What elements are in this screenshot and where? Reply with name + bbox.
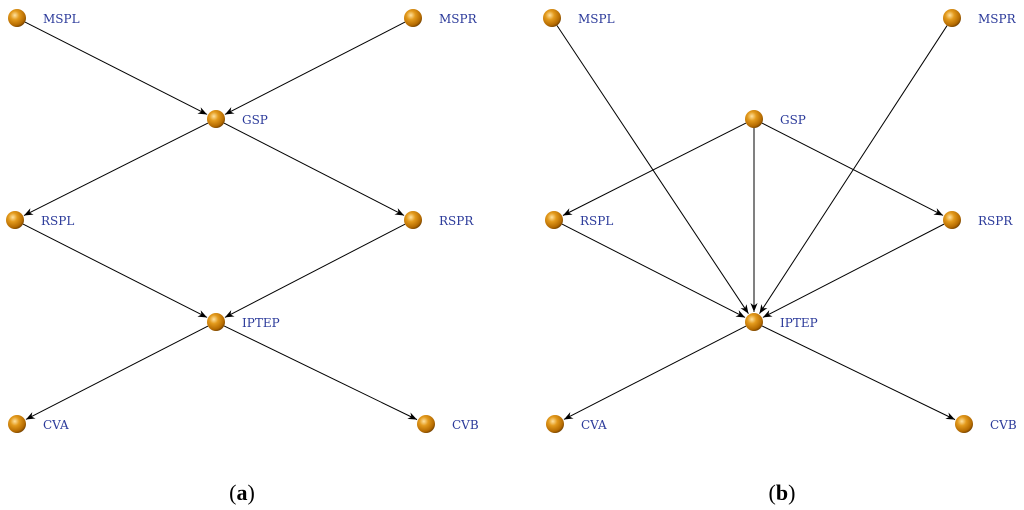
node-rspl: RSPL — [6, 211, 74, 229]
node-label: MSPR — [978, 12, 1017, 26]
node-cvb: CVB — [417, 415, 479, 433]
caption-b-letter: b — [776, 480, 788, 505]
edge-gsp-to-rspr — [761, 122, 944, 216]
node-label: IPTEP — [242, 316, 280, 330]
caption-b: (b) — [769, 480, 796, 505]
node-ball-icon — [8, 9, 26, 27]
edge-iptep-to-cvb — [223, 325, 418, 421]
edge-gsp-to-rspr — [223, 122, 405, 216]
node-label: MSPL — [43, 12, 80, 26]
node-ball-icon — [943, 9, 961, 27]
node-ball-icon — [745, 110, 763, 128]
node-label: RSPR — [978, 214, 1013, 228]
node-ball-icon — [404, 9, 422, 27]
edges-group — [22, 21, 418, 421]
edge-gsp-to-rspl — [23, 122, 209, 216]
node-label: CVB — [990, 418, 1017, 432]
node-label: CVA — [581, 418, 607, 432]
edges-group — [556, 25, 956, 421]
node-label: RSPR — [439, 214, 474, 228]
node-cva: CVA — [8, 415, 69, 433]
node-gsp: GSP — [207, 110, 268, 128]
edge-mspr-to-gsp — [224, 21, 406, 115]
edge-rspr-to-iptep — [762, 223, 945, 318]
node-rspl: RSPL — [545, 211, 613, 229]
node-ball-icon — [545, 211, 563, 229]
edge-mspl-to-iptep — [556, 25, 749, 314]
node-ball-icon — [745, 313, 763, 331]
node-label: MSPR — [439, 12, 478, 26]
diagram-panel-a: MSPL MSPR GSP RSPL RSPR IPTEP CVA CVB (a) — [6, 9, 479, 505]
caption-a-letter: a — [237, 480, 248, 505]
node-rspr: RSPR — [943, 211, 1013, 229]
node-ball-icon — [546, 415, 564, 433]
node-iptep: IPTEP — [207, 313, 280, 331]
node-label: RSPL — [580, 214, 613, 228]
nodes-group: MSPL MSPR GSP RSPL RSPR IPTEP CVA CVB — [543, 9, 1017, 433]
node-ball-icon — [943, 211, 961, 229]
node-ball-icon — [955, 415, 973, 433]
edge-iptep-to-cvb — [761, 325, 956, 421]
node-rspr: RSPR — [404, 211, 474, 229]
node-ball-icon — [404, 211, 422, 229]
edge-iptep-to-cva — [25, 325, 209, 420]
node-label: GSP — [242, 113, 268, 127]
node-label: RSPL — [41, 214, 74, 228]
diagram-panel-b: MSPL MSPR GSP RSPL RSPR IPTEP CVA CVB (b) — [543, 9, 1017, 505]
node-ball-icon — [417, 415, 435, 433]
node-mspr: MSPR — [404, 9, 478, 27]
edge-rspl-to-iptep — [561, 223, 746, 318]
node-cvb: CVB — [955, 415, 1017, 433]
caption-a: (a) — [229, 480, 255, 505]
edge-rspr-to-iptep — [224, 223, 406, 318]
node-label: IPTEP — [780, 316, 818, 330]
node-ball-icon — [207, 110, 225, 128]
node-cva: CVA — [546, 415, 607, 433]
edge-iptep-to-cva — [563, 325, 747, 420]
node-mspl: MSPL — [543, 9, 615, 27]
edge-gsp-to-rspl — [562, 122, 747, 216]
node-label: GSP — [780, 113, 806, 127]
node-gsp: GSP — [745, 110, 806, 128]
node-ball-icon — [543, 9, 561, 27]
node-label: CVB — [452, 418, 479, 432]
node-label: MSPL — [578, 12, 615, 26]
nodes-group: MSPL MSPR GSP RSPL RSPR IPTEP CVA CVB — [6, 9, 479, 433]
node-iptep: IPTEP — [745, 313, 818, 331]
node-ball-icon — [207, 313, 225, 331]
node-label: CVA — [43, 418, 69, 432]
edge-mspl-to-gsp — [24, 21, 208, 115]
node-mspl: MSPL — [8, 9, 80, 27]
node-mspr: MSPR — [943, 9, 1017, 27]
node-ball-icon — [8, 415, 26, 433]
node-ball-icon — [6, 211, 24, 229]
edge-rspl-to-iptep — [22, 223, 208, 318]
